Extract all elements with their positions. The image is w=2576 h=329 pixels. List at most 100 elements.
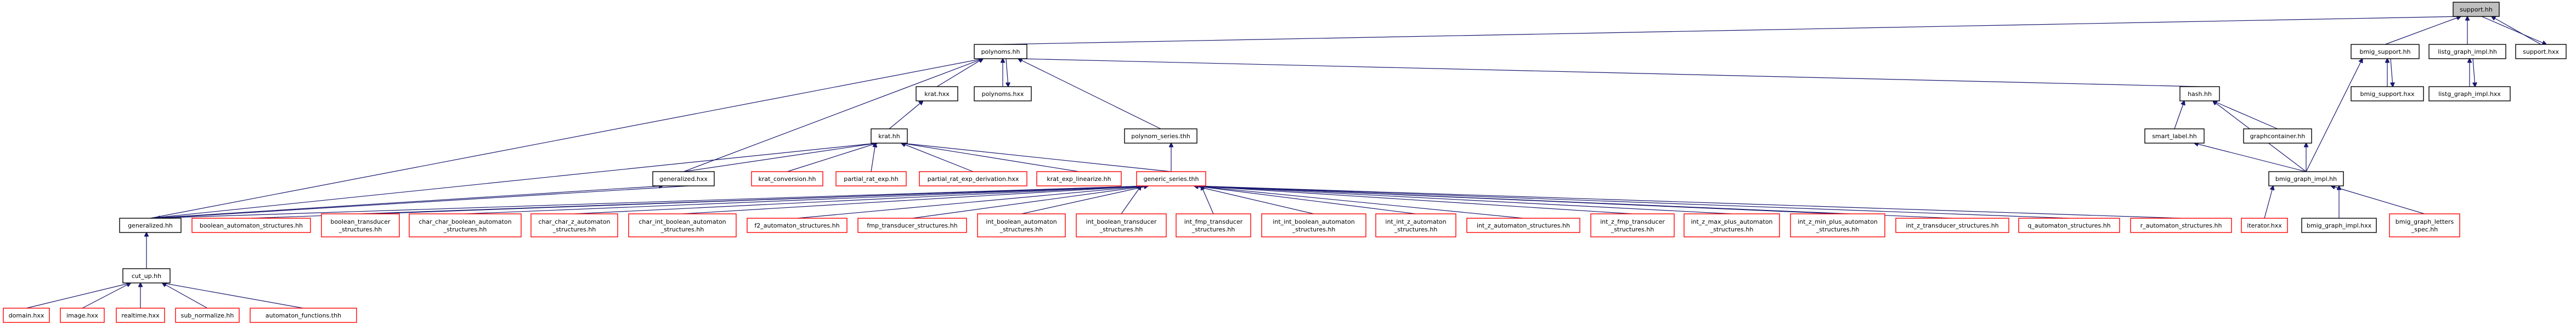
node-label: _structures.hh <box>1611 226 1654 233</box>
node-box <box>2515 44 2567 59</box>
node-support-hh[interactable]: support.hh <box>2453 2 2500 17</box>
node-iterator-hxx[interactable]: iterator.hxx <box>2241 218 2288 233</box>
node-label: int_z_transducer_structures.hh <box>1906 222 1998 229</box>
node-int-int-boolean-automaton-structures-hh[interactable]: int_int_boolean_automaton_structures.hh <box>1261 213 1366 237</box>
node-label: bmig_graph_letters <box>2396 218 2454 225</box>
node-box <box>60 308 105 323</box>
node-label: f2_automaton_structures.hh <box>754 222 839 229</box>
node-krat-conversion-hh[interactable]: krat_conversion.hh <box>751 171 823 186</box>
node-label: _structures.hh <box>999 226 1043 233</box>
node-char-int-boolean-automaton-structures-hh[interactable]: char_int_boolean_automaton_structures.hh <box>628 213 737 237</box>
node-int-boolean-transducer-structures-hh[interactable]: int_boolean_transducer_structures.hh <box>1076 213 1167 237</box>
node-partial-rat-exp-hh[interactable]: partial_rat_exp.hh <box>835 171 907 186</box>
node-realtime-hxx[interactable]: realtime.hxx <box>116 308 165 323</box>
node-boolean-automaton-structures-hh[interactable]: boolean_automaton_structures.hh <box>191 218 311 233</box>
node-box <box>1684 213 1780 237</box>
edge-int_boolean_transducer_structures_hh-to-generic_series_thh <box>1121 186 1141 214</box>
node-label: _spec.hh <box>2411 226 2438 233</box>
node-q-automaton-structures-hh[interactable]: q_automaton_structures.hh <box>2018 218 2120 233</box>
edge-int_z_max_plus_automaton_structures_hh-to-generic_series_thh <box>1194 186 1732 214</box>
node-label: _structures.hh <box>1099 226 1143 233</box>
edge-generalized_hxx-to-polynoms_hh <box>683 59 983 172</box>
node-label: int_fmp_transducer <box>1184 218 1243 225</box>
edge-listg_graph_impl_hh-to-listg_graph_impl_hxx <box>2473 58 2475 87</box>
node-generic-series-thh[interactable]: generic_series.thh <box>1136 171 1206 186</box>
node-fmp-transducer-structures-hh[interactable]: fmp_transducer_structures.hh <box>857 218 967 233</box>
node-char-char-boolean-automaton-structures-hh[interactable]: char_char_boolean_automaton_structures.h… <box>409 213 522 237</box>
node-hash-hh[interactable]: hash.hh <box>2179 86 2220 101</box>
edge-automaton_functions_thh-to-cut_up_hh <box>162 283 304 309</box>
node-r-automaton-structures-hh[interactable]: r_automaton_structures.hh <box>2130 218 2232 233</box>
node-krat-hxx[interactable]: krat.hxx <box>916 86 958 101</box>
node-int-z-max-plus-automaton-structures-hh[interactable]: int_z_max_plus_automaton_structures.hh <box>1684 213 1780 237</box>
node-int-z-min-plus-automaton-structures-hh[interactable]: int_z_min_plus_automaton_structures.hh <box>1790 213 1885 237</box>
node-label: char_char_z_automaton <box>538 218 610 225</box>
node-f2-automaton-structures-hh[interactable]: f2_automaton_structures.hh <box>747 218 848 233</box>
edge-hash_hh-to-polynoms_hh <box>1018 59 2200 87</box>
node-box <box>2243 128 2312 144</box>
node-smart-label-hh[interactable]: smart_label.hh <box>2144 128 2205 144</box>
node-label: bmig_support.hh <box>2360 48 2411 55</box>
node-bmig-graph-impl-hh[interactable]: bmig_graph_impl.hh <box>2268 171 2344 186</box>
node-char-char-z-automaton-structures-hh[interactable]: char_char_z_automaton_structures.hh <box>530 213 618 237</box>
node-label: _structures.hh <box>1191 226 1235 233</box>
node-int-int-z-automaton-structures-hh[interactable]: int_int_z_automaton_structures.hh <box>1375 213 1456 237</box>
node-label: r_automaton_structures.hh <box>2140 222 2222 229</box>
node-box <box>1176 213 1251 237</box>
node-label: listg_graph_impl.hxx <box>2438 90 2501 98</box>
edge-polynoms_hh-to-support_hh <box>1000 16 2461 45</box>
node-polynom-series-thh[interactable]: polynom_series.thh <box>1124 128 1197 144</box>
node-int-z-transducer-structures-hh[interactable]: int_z_transducer_structures.hh <box>1895 218 2009 233</box>
node-int-z-fmp-transducer-structures-hh[interactable]: int_z_fmp_transducer_structures.hh <box>1590 213 1675 237</box>
edge-generalized_hh-to-generic_series_thh <box>150 186 1148 219</box>
node-polynoms-hxx[interactable]: polynoms.hxx <box>974 86 1032 101</box>
node-label: bmig_graph_impl.hxx <box>2307 222 2372 229</box>
edge-bmig_graph_letters_spec_hh-to-bmig_graph_impl_hh <box>2331 186 2425 214</box>
node-krat-exp-linearize-hh[interactable]: krat_exp_linearize.hh <box>1036 171 1122 186</box>
dependency-edges <box>26 16 2546 309</box>
node-generalized-hh[interactable]: generalized.hh <box>119 218 182 233</box>
node-int-boolean-automaton-structures-hh[interactable]: int_boolean_automaton_structures.hh <box>977 213 1066 237</box>
node-int-z-automaton-structures-hh[interactable]: int_z_automaton_structures.hh <box>1466 218 1580 233</box>
node-listg-graph-impl-hh[interactable]: listg_graph_impl.hh <box>2428 44 2506 59</box>
node-listg-graph-impl-hxx[interactable]: listg_graph_impl.hxx <box>2428 86 2511 101</box>
node-domain-hxx[interactable]: domain.hxx <box>3 308 50 323</box>
edge-sub_normalize_hh-to-cut_up_hh <box>162 283 208 309</box>
node-box <box>2351 86 2424 101</box>
node-label: int_boolean_automaton <box>986 218 1057 225</box>
edge-image_hxx-to-cut_up_hh <box>82 283 131 309</box>
edge-bmig_graph_impl_hh-to-bmig_support_hh <box>2306 59 2363 172</box>
node-label: _structures.hh <box>552 226 596 233</box>
node-box <box>977 213 1066 237</box>
edge-q_automaton_structures_hh-to-generic_series_thh <box>1194 186 2070 219</box>
node-label: int_z_min_plus_automaton <box>1798 218 1878 225</box>
edge-krat_conversion_hh-to-krat_hh <box>787 143 877 172</box>
node-polynoms-hh[interactable]: polynoms.hh <box>974 44 1027 59</box>
node-automaton-functions-thh[interactable]: automaton_functions.thh <box>250 308 357 323</box>
node-generalized-hxx[interactable]: generalized.hxx <box>652 171 715 186</box>
node-int-fmp-transducer-structures-hh[interactable]: int_fmp_transducer_structures.hh <box>1176 213 1251 237</box>
node-label: char_int_boolean_automaton <box>639 218 726 225</box>
node-box <box>919 171 1027 186</box>
node-bmig-support-hxx[interactable]: bmig_support.hxx <box>2351 86 2424 101</box>
node-sub-normalize-hh[interactable]: sub_normalize.hh <box>175 308 240 323</box>
node-box <box>122 268 171 283</box>
edge-int_z_transducer_structures_hh-to-generic_series_thh <box>1194 186 1953 219</box>
node-graphcontainer-hh[interactable]: graphcontainer.hh <box>2243 128 2312 144</box>
node-cut-up-hh[interactable]: cut_up.hh <box>122 268 171 283</box>
node-bmig-graph-impl-hxx[interactable]: bmig_graph_impl.hxx <box>2301 218 2377 233</box>
node-box <box>191 218 311 233</box>
node-box <box>530 213 618 237</box>
node-partial-rat-exp-derivation-hxx[interactable]: partial_rat_exp_derivation.hxx <box>919 171 1027 186</box>
node-box <box>1261 213 1366 237</box>
edge-partial_rat_exp_derivation_hxx-to-krat_hh <box>901 143 974 172</box>
node-bmig-graph-letters-spec-hh[interactable]: bmig_graph_letters_spec.hh <box>2389 213 2460 237</box>
node-box <box>2301 218 2377 233</box>
node-image-hxx[interactable]: image.hxx <box>60 308 105 323</box>
node-boolean-transducer-structures-hh[interactable]: boolean_transducer_structures.hh <box>321 213 400 237</box>
node-krat-hh[interactable]: krat.hh <box>871 128 908 144</box>
node-bmig-support-hh[interactable]: bmig_support.hh <box>2351 44 2420 59</box>
node-support-hxx[interactable]: support.hxx <box>2515 44 2567 59</box>
edge-krat_hxx-to-polynoms_hh <box>936 59 983 87</box>
